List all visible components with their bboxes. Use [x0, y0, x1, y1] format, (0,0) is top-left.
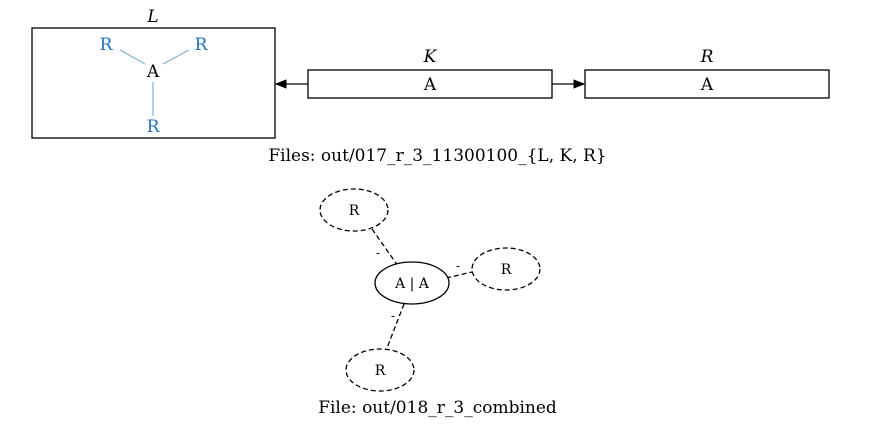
- L-edge-right: [162, 49, 190, 65]
- combined-edge-label-top: -: [376, 246, 380, 260]
- L-edge-left: [119, 49, 146, 65]
- L-center-node: A: [146, 62, 160, 82]
- K-box-title: K: [423, 47, 438, 67]
- L-outer-node-left: R: [100, 35, 114, 55]
- L-outer-node-bottom: R: [147, 117, 161, 137]
- combined-outer-node-right: [471, 247, 541, 291]
- L-outer-node-right: R: [195, 35, 209, 55]
- combined-outer-node-bottom-label: R: [375, 363, 386, 379]
- combined-outer-node-right-label: R: [501, 262, 512, 278]
- combined-edge-label-bottom: -: [391, 309, 395, 323]
- combined-outer-node-top: [319, 188, 389, 232]
- R-box-title: R: [700, 47, 714, 67]
- R-node: A: [700, 75, 714, 95]
- combined-edge-bottom: [386, 303, 405, 349]
- K-node: A: [423, 75, 437, 95]
- rule-files-caption: Files: out/017_r_3_11300100_{L, K, R}: [268, 146, 607, 166]
- combined-file-caption: File: out/018_r_3_combined: [318, 398, 557, 418]
- combined-center-node: [374, 261, 450, 305]
- combined-outer-node-top-label: R: [349, 203, 360, 219]
- combined-outer-node-bottom: [345, 348, 415, 392]
- combined-center-label: A | A: [394, 276, 430, 292]
- combined-edge-right: [445, 271, 473, 279]
- L-box-title: L: [146, 7, 158, 27]
- combined-edge-label-right: -: [456, 259, 460, 273]
